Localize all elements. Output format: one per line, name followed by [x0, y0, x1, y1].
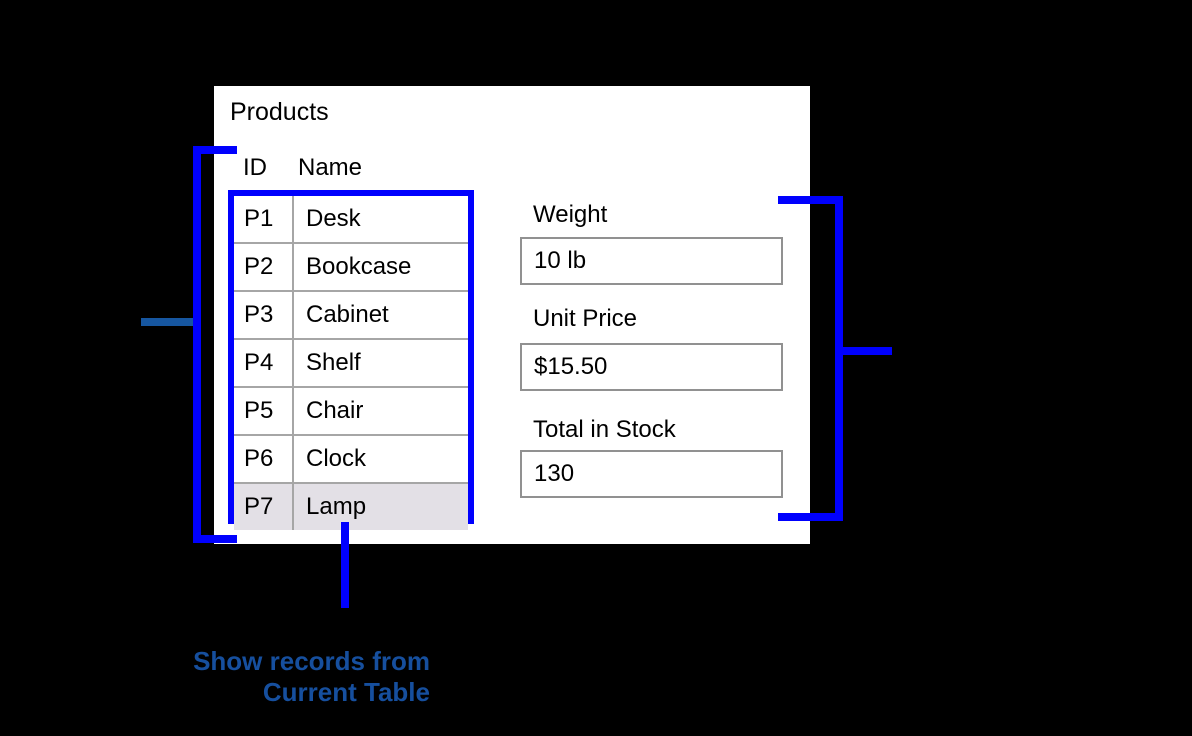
- cell-name: Cabinet: [306, 301, 389, 328]
- cell-name: Lamp: [306, 493, 367, 520]
- right-bracket-tick-line: [843, 347, 892, 355]
- cell-id: P5: [234, 388, 294, 434]
- weight-label: Weight: [533, 201, 608, 228]
- window-title: Products: [230, 98, 329, 126]
- table-row[interactable]: P3 Cabinet: [234, 290, 468, 338]
- total-in-stock-field[interactable]: 130: [520, 450, 783, 498]
- weight-field[interactable]: 10 lb: [520, 237, 783, 285]
- cell-id: P3: [234, 292, 294, 338]
- cell-name: Desk: [306, 205, 361, 232]
- table-row[interactable]: P6 Clock: [234, 434, 468, 482]
- products-window: Products ID Name P1 Desk P2 Bookcase P3 …: [214, 86, 810, 544]
- callout-text-line2: Current Table: [262, 677, 430, 707]
- cell-id: P6: [234, 436, 294, 482]
- table-row[interactable]: P4 Shelf: [234, 338, 468, 386]
- right-bracket: [778, 196, 843, 521]
- cell-name: Bookcase: [306, 253, 412, 280]
- column-header-id: ID: [243, 154, 267, 181]
- table-callout-line: [341, 522, 349, 608]
- cell-id: P2: [234, 244, 294, 290]
- table-row[interactable]: P1 Desk: [234, 196, 468, 242]
- cell-name: Shelf: [306, 349, 361, 376]
- unit-price-label: Unit Price: [533, 305, 638, 332]
- left-bracket: [193, 146, 237, 543]
- unit-price-field[interactable]: $15.50: [520, 343, 783, 391]
- callout-text: Show records from Current Table: [148, 646, 430, 708]
- cell-id: P4: [234, 340, 294, 386]
- cell-id: P1: [234, 196, 294, 242]
- callout-text-line1: Show records from: [193, 646, 430, 676]
- column-header-name: Name: [298, 154, 363, 181]
- cell-name: Clock: [306, 445, 367, 472]
- cell-name: Chair: [306, 397, 364, 424]
- products-table: P1 Desk P2 Bookcase P3 Cabinet P4 Shelf …: [228, 190, 474, 530]
- table-row[interactable]: P2 Bookcase: [234, 242, 468, 290]
- table-row-selected[interactable]: P7 Lamp: [234, 482, 468, 530]
- cell-id: P7: [234, 484, 294, 530]
- left-bracket-tick-line: [141, 318, 193, 326]
- total-in-stock-label: Total in Stock: [533, 416, 676, 443]
- table-row[interactable]: P5 Chair: [234, 386, 468, 434]
